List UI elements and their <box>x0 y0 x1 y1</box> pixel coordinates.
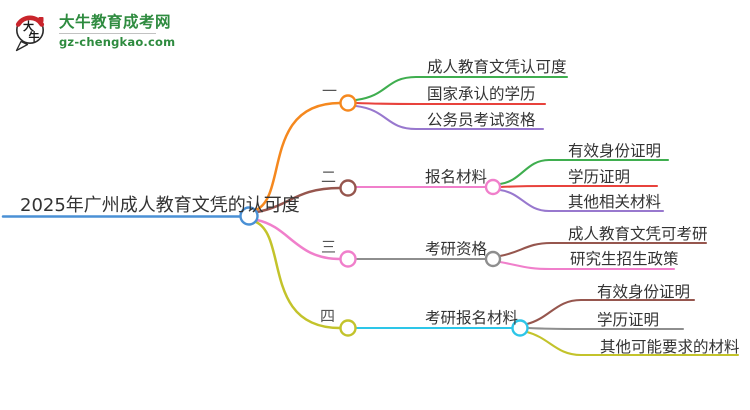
branch-1-node-circle[interactable] <box>339 94 357 112</box>
branch-4-node-circle[interactable] <box>339 319 357 337</box>
logo-seal-icon <box>38 17 44 22</box>
branch-2-child-2-line <box>498 184 659 189</box>
branch-3-connector <box>255 218 342 261</box>
site-logo[interactable]: 大 牛 大牛教育成考网 gz-chengkao.com <box>10 13 175 57</box>
branch-3-topic[interactable]: 考研资格 <box>425 240 488 258</box>
branch-3-child-1[interactable]: 成人教育文凭可考研 <box>568 225 708 243</box>
logo-divider <box>59 33 156 34</box>
branch-1-child-2-line <box>354 101 547 106</box>
branch-4-child-2[interactable]: 学历证明 <box>597 311 660 329</box>
branch-1-child-1-line <box>354 75 569 102</box>
branch-4-child-1[interactable]: 有效身份证明 <box>597 283 691 301</box>
branch-2-child-1-line <box>498 158 670 186</box>
branch-4-connector <box>254 220 342 330</box>
branch-1-connector <box>254 101 342 212</box>
branch-3-label[interactable]: 三 <box>321 238 337 256</box>
branch-2-connector <box>255 186 342 214</box>
branch-1-child-3-line <box>354 104 545 131</box>
root-topic[interactable]: 2025年广州成人教育文凭的认可度 <box>20 195 300 216</box>
branch-1-child-3[interactable]: 公务员考试资格 <box>427 111 536 129</box>
branch-4-child-3-line <box>525 330 740 357</box>
logo-badge-char-bottom: 牛 <box>29 30 40 44</box>
branch-2-node-circle[interactable] <box>339 179 357 197</box>
branch-2-child-2[interactable]: 学历证明 <box>568 168 631 186</box>
site-name: 大牛教育成考网 <box>59 13 172 31</box>
root-node-circle[interactable] <box>239 206 259 226</box>
site-domain: gz-chengkao.com <box>59 35 176 49</box>
branch-4-label[interactable]: 四 <box>320 307 336 325</box>
logo-bubble-tail <box>15 40 29 52</box>
logo-text-block: 大牛教育成考网 gz-chengkao.com <box>59 13 175 48</box>
branch-3-child-1-line <box>498 241 708 258</box>
branch-2-child-3-line <box>498 188 665 213</box>
branch-4-topic-circle[interactable] <box>511 319 529 337</box>
branch-3-topic-circle[interactable] <box>484 250 502 268</box>
branch-1-label[interactable]: 一 <box>322 82 338 100</box>
branch-4-child-1-line <box>525 298 696 326</box>
branch-3-node-circle[interactable] <box>339 250 357 268</box>
branch-1-child-1[interactable]: 成人教育文凭认可度 <box>427 58 567 76</box>
branch-4-topic[interactable]: 考研报名材料 <box>425 309 519 327</box>
branch-4-child-3[interactable]: 其他可能要求的材料 <box>600 338 740 356</box>
branch-2-child-3[interactable]: 其他相关材料 <box>568 193 662 211</box>
logo-red-arc <box>15 15 45 27</box>
branch-2-topic[interactable]: 报名材料 <box>425 168 488 186</box>
branch-2-child-1[interactable]: 有效身份证明 <box>568 142 662 160</box>
branch-2-label[interactable]: 二 <box>321 168 337 186</box>
branch-1-child-2[interactable]: 国家承认的学历 <box>427 85 536 103</box>
branch-3-child-2-line <box>498 260 676 271</box>
branch-3-child-2[interactable]: 研究生招生政策 <box>570 250 679 268</box>
branch-4-child-2-line <box>526 326 685 331</box>
logo-badge-icon: 大 牛 <box>15 15 45 52</box>
logo-badge-char-top: 大 <box>23 19 34 33</box>
branch-2-topic-circle[interactable] <box>484 178 502 196</box>
